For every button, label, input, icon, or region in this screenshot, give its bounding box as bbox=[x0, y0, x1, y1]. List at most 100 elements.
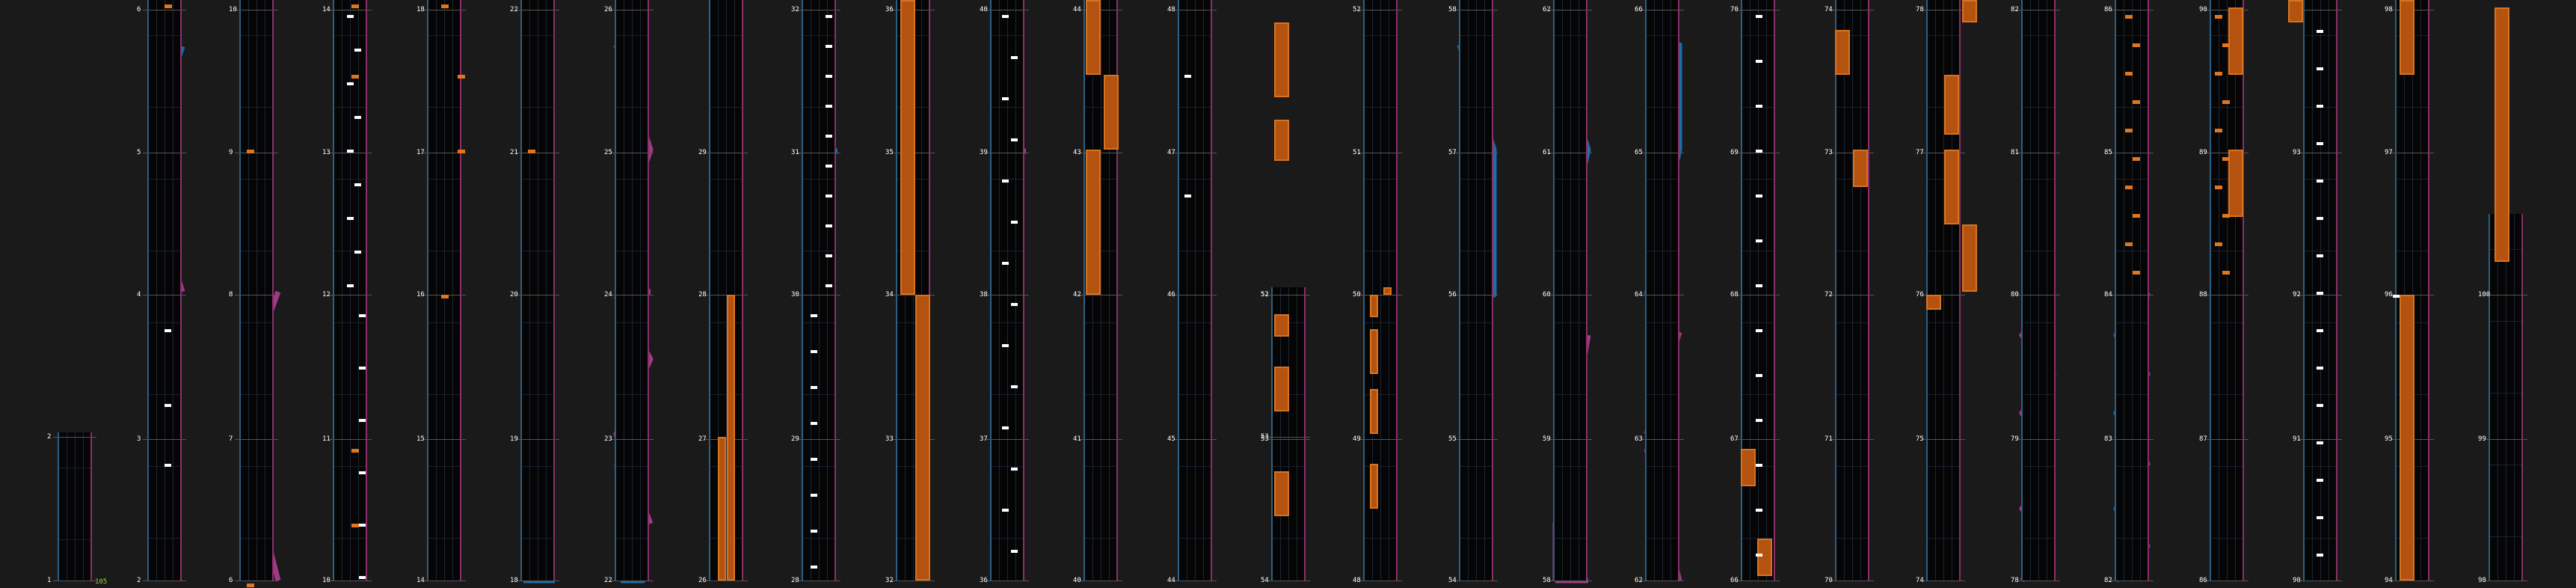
beat-marker[interactable] bbox=[2317, 441, 2323, 444]
hold-note[interactable] bbox=[1757, 539, 1772, 576]
hold-note[interactable] bbox=[915, 295, 930, 581]
beat-marker[interactable] bbox=[1002, 15, 1009, 18]
beat-marker[interactable] bbox=[1756, 284, 1762, 287]
beat-marker[interactable] bbox=[1011, 550, 1018, 553]
beat-marker[interactable] bbox=[347, 15, 354, 18]
measure-lane[interactable] bbox=[239, 0, 274, 581]
measure-lane[interactable] bbox=[1553, 0, 1587, 581]
beat-marker[interactable] bbox=[1756, 464, 1762, 467]
measure-lane[interactable] bbox=[2303, 0, 2337, 581]
measure-lane[interactable] bbox=[1926, 0, 1961, 581]
measure-lane[interactable] bbox=[1363, 0, 1398, 581]
beat-marker[interactable] bbox=[2317, 30, 2323, 33]
beat-marker[interactable] bbox=[2317, 516, 2323, 519]
beat-marker[interactable] bbox=[1011, 138, 1018, 141]
beat-marker[interactable] bbox=[826, 45, 832, 48]
hold-note[interactable] bbox=[2288, 0, 2303, 22]
beat-marker[interactable] bbox=[2317, 367, 2323, 370]
hold-note[interactable] bbox=[1086, 150, 1101, 295]
beat-marker[interactable] bbox=[811, 458, 817, 461]
tap-note[interactable] bbox=[2222, 100, 2230, 104]
beat-marker[interactable] bbox=[1756, 239, 1762, 242]
tap-note[interactable] bbox=[2215, 242, 2222, 246]
measure-lane[interactable] bbox=[2115, 0, 2149, 581]
tap-note[interactable] bbox=[2222, 157, 2230, 161]
tap-note[interactable] bbox=[2133, 43, 2140, 47]
beat-marker[interactable] bbox=[826, 195, 832, 197]
beat-marker[interactable] bbox=[2317, 479, 2323, 482]
beat-marker[interactable] bbox=[811, 566, 817, 569]
beat-marker[interactable] bbox=[2393, 295, 2400, 298]
measure-lane[interactable] bbox=[1835, 0, 1869, 581]
tap-note[interactable] bbox=[351, 524, 359, 527]
tap-note[interactable] bbox=[2125, 72, 2133, 76]
tap-note[interactable] bbox=[2133, 157, 2140, 161]
beat-marker[interactable] bbox=[826, 254, 832, 257]
hold-note[interactable] bbox=[718, 437, 726, 581]
beat-marker[interactable] bbox=[1011, 221, 1018, 224]
measure-lane[interactable] bbox=[709, 0, 743, 581]
tap-note[interactable] bbox=[2222, 214, 2230, 218]
hold-note[interactable] bbox=[2400, 295, 2414, 581]
hold-note[interactable] bbox=[900, 0, 915, 295]
beat-marker[interactable] bbox=[1002, 426, 1009, 429]
beat-marker[interactable] bbox=[826, 135, 832, 138]
hold-note[interactable] bbox=[1962, 224, 1977, 292]
beat-marker[interactable] bbox=[1011, 303, 1018, 306]
measure-lane[interactable] bbox=[1459, 0, 1493, 581]
beat-marker[interactable] bbox=[1002, 509, 1009, 512]
tap-note[interactable] bbox=[2215, 72, 2222, 76]
hold-note[interactable] bbox=[1383, 287, 1392, 295]
beat-marker[interactable] bbox=[2317, 105, 2323, 108]
hold-note[interactable] bbox=[1370, 389, 1378, 434]
hold-note[interactable] bbox=[2400, 0, 2414, 75]
beat-marker[interactable] bbox=[1756, 15, 1762, 18]
beat-marker[interactable] bbox=[1011, 56, 1018, 59]
beat-marker[interactable] bbox=[1756, 105, 1762, 108]
beat-marker[interactable] bbox=[1756, 419, 1762, 422]
hold-note[interactable] bbox=[1944, 150, 1959, 224]
beat-marker[interactable] bbox=[1011, 468, 1018, 471]
tap-note[interactable] bbox=[2215, 129, 2222, 132]
measure-lane[interactable] bbox=[1645, 0, 1679, 581]
beat-marker[interactable] bbox=[811, 386, 817, 389]
beat-marker[interactable] bbox=[359, 576, 366, 579]
beat-marker[interactable] bbox=[354, 251, 361, 254]
beat-marker[interactable] bbox=[1756, 195, 1762, 197]
beat-marker[interactable] bbox=[359, 367, 366, 370]
tap-note[interactable] bbox=[351, 75, 359, 79]
tap-note[interactable] bbox=[2215, 186, 2222, 189]
measure-lane[interactable] bbox=[990, 0, 1024, 581]
tap-note[interactable] bbox=[2222, 43, 2230, 47]
tap-note[interactable] bbox=[441, 295, 449, 298]
beat-marker[interactable] bbox=[165, 329, 171, 332]
tap-note[interactable] bbox=[441, 4, 449, 8]
tap-note[interactable] bbox=[2125, 15, 2133, 19]
beat-marker[interactable] bbox=[826, 165, 832, 168]
tap-note[interactable] bbox=[351, 449, 359, 453]
measure-lane[interactable] bbox=[1741, 0, 1775, 581]
beat-marker[interactable] bbox=[1002, 180, 1009, 183]
hold-note[interactable] bbox=[1944, 75, 1959, 135]
beat-marker[interactable] bbox=[1002, 97, 1009, 100]
beat-marker[interactable] bbox=[2317, 254, 2323, 257]
beat-marker[interactable] bbox=[826, 15, 832, 18]
beat-marker[interactable] bbox=[2317, 404, 2323, 407]
beat-marker[interactable] bbox=[354, 116, 361, 119]
tap-note[interactable] bbox=[458, 75, 465, 79]
beat-marker[interactable] bbox=[826, 75, 832, 78]
measure-lane[interactable] bbox=[333, 0, 367, 581]
measure-lane[interactable] bbox=[58, 432, 92, 581]
tap-note[interactable] bbox=[247, 150, 254, 153]
beat-marker[interactable] bbox=[1756, 329, 1762, 332]
hold-note[interactable] bbox=[1274, 367, 1289, 411]
hold-note[interactable] bbox=[1370, 329, 1378, 374]
hold-note[interactable] bbox=[1104, 75, 1119, 150]
tap-note[interactable] bbox=[351, 4, 359, 8]
beat-marker[interactable] bbox=[2317, 554, 2323, 557]
beat-marker[interactable] bbox=[347, 150, 354, 153]
tap-note[interactable] bbox=[2125, 186, 2133, 189]
beat-marker[interactable] bbox=[2317, 180, 2323, 183]
hold-note[interactable] bbox=[727, 295, 735, 581]
hold-note[interactable] bbox=[1274, 471, 1289, 516]
